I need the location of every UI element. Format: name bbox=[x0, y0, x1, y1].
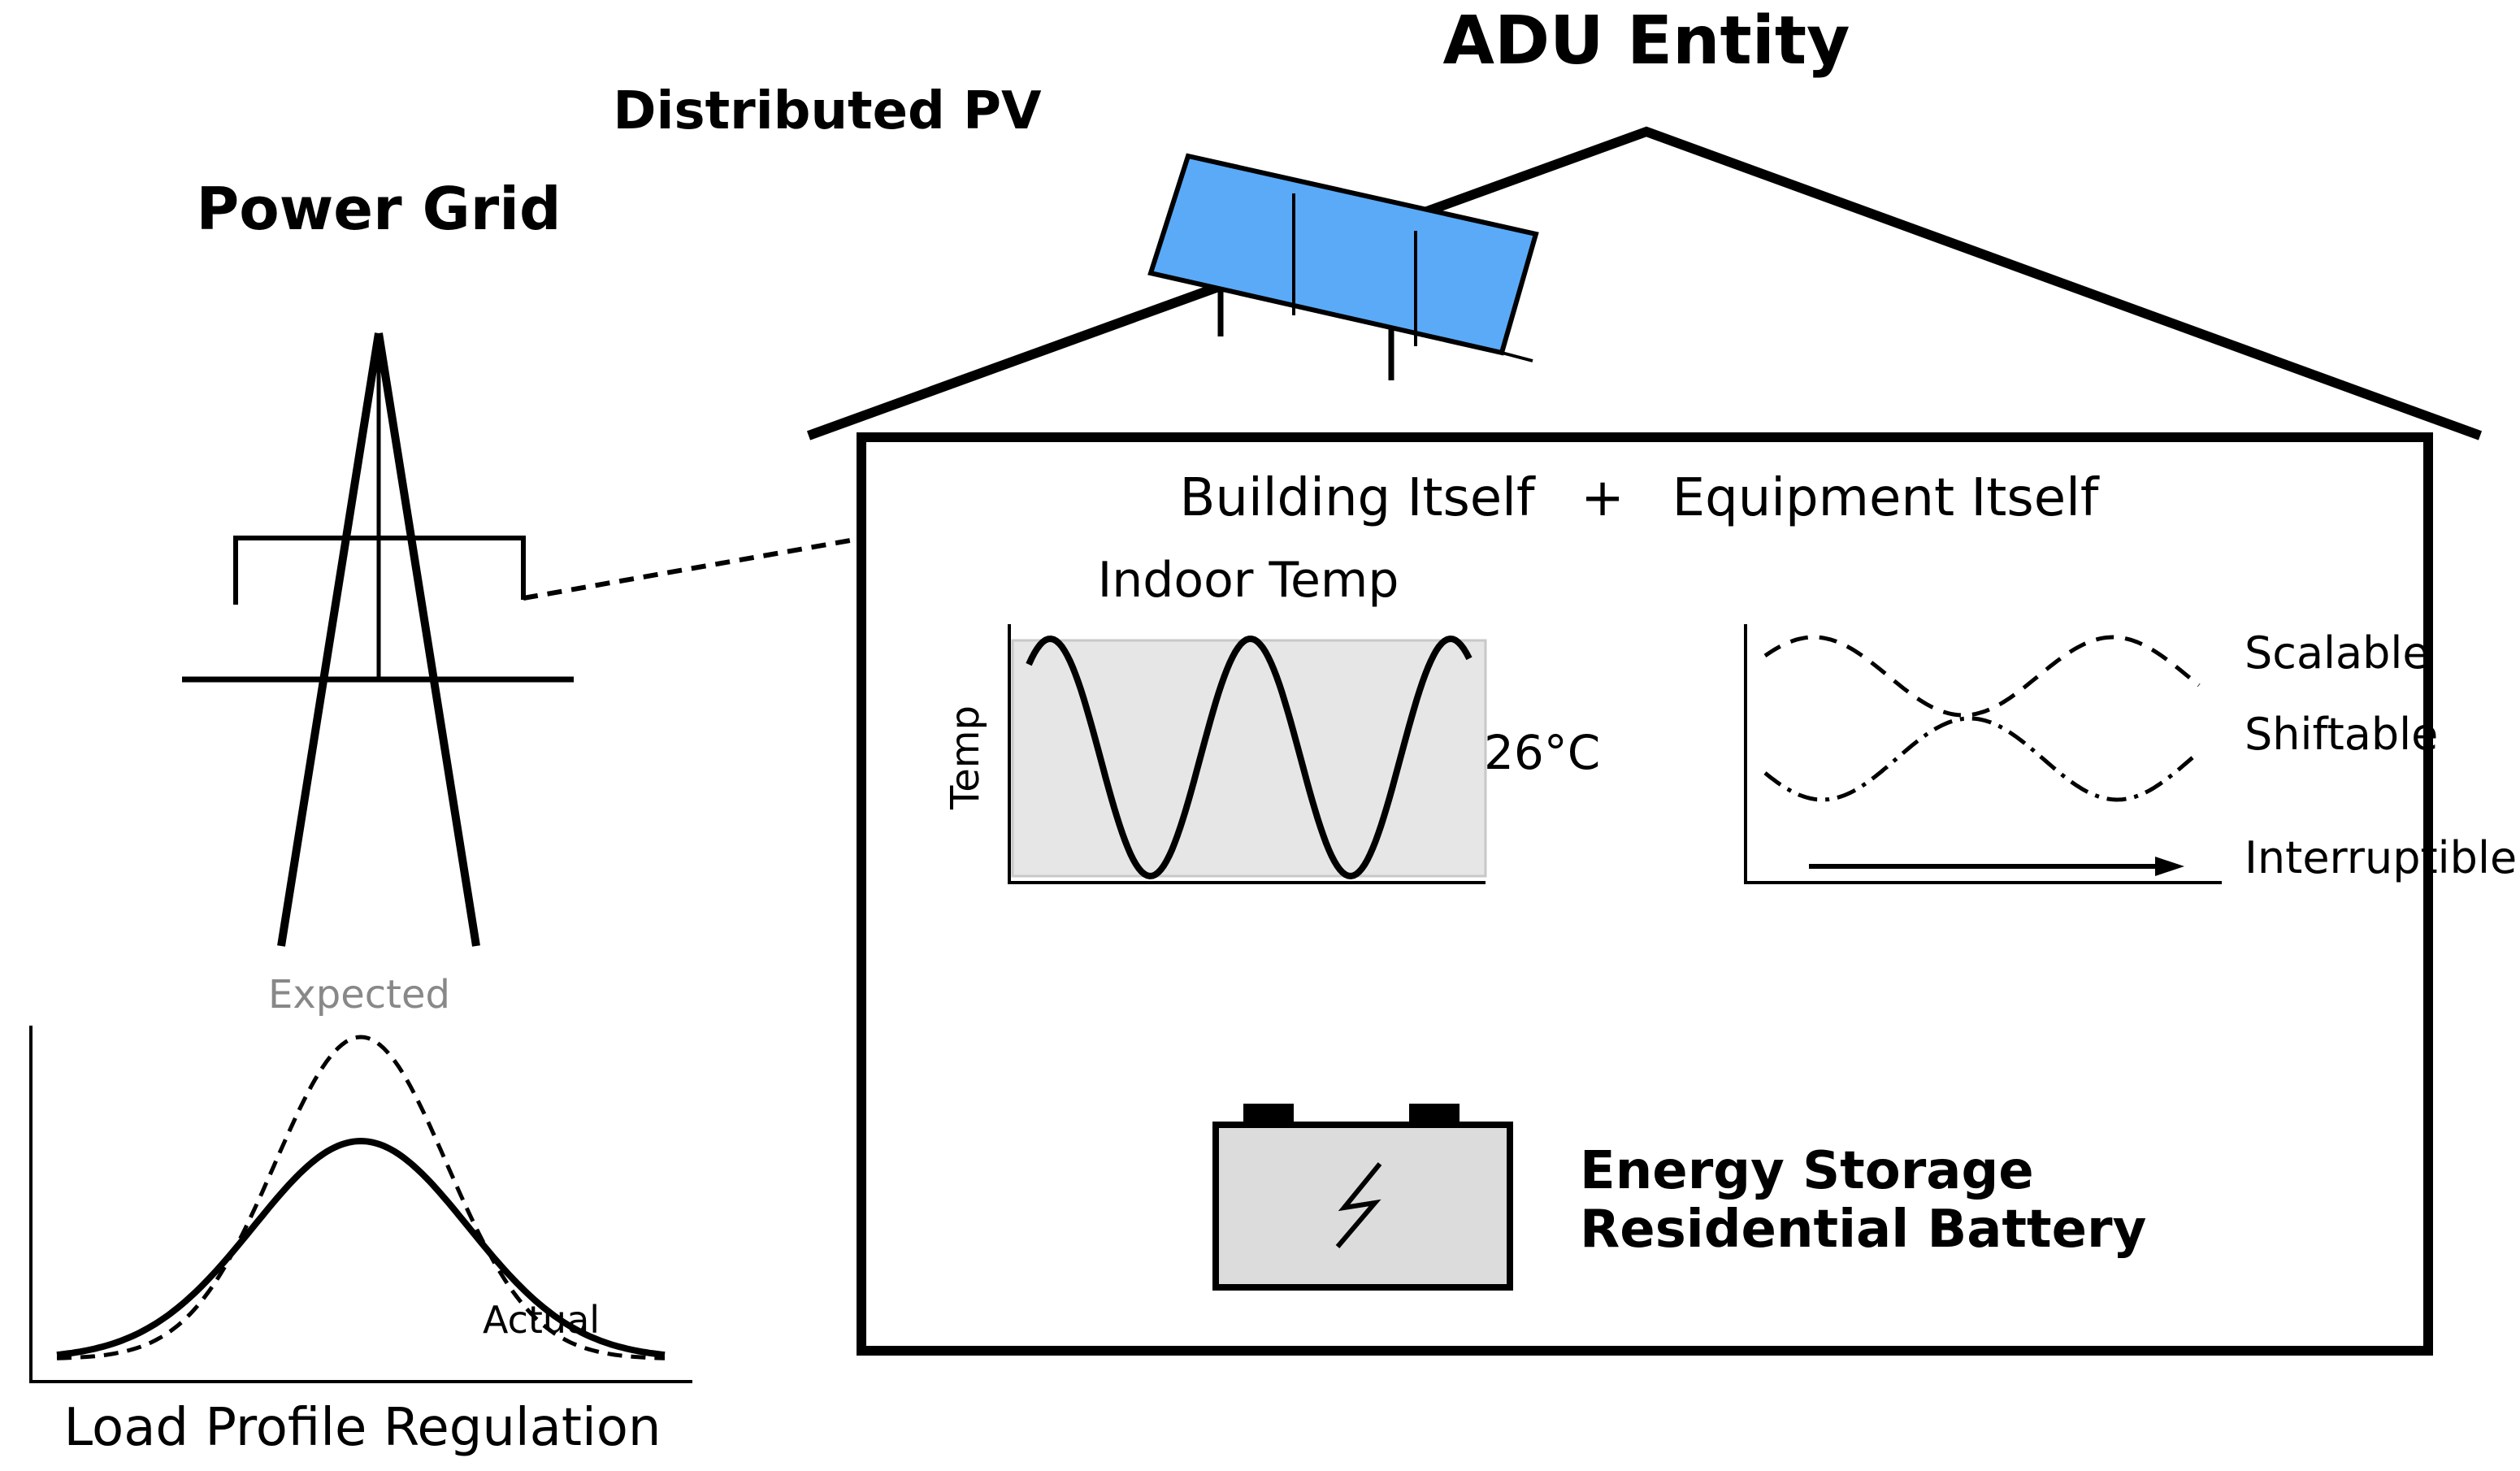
adu-entity-title: ADU Entity bbox=[1442, 2, 1850, 80]
interruptible-label: Interruptible bbox=[2245, 832, 2517, 883]
actual-load-curve bbox=[56, 1137, 666, 1359]
scalable-load-curve bbox=[1763, 635, 2201, 718]
building-itself-label: Building Itself bbox=[1180, 468, 1536, 528]
house-body bbox=[857, 432, 2433, 1356]
distributed-pv-title: Distributed PV bbox=[613, 81, 1042, 141]
arrow-head-icon bbox=[2155, 857, 2184, 876]
load-types-axes bbox=[1744, 624, 2222, 884]
house-roof bbox=[806, 126, 2483, 440]
expected-label: Expected bbox=[268, 972, 450, 1018]
solar-panel-icon bbox=[1147, 153, 1539, 380]
plus-sign: + bbox=[1581, 468, 1624, 528]
lightning-bolt-icon bbox=[1335, 1162, 1382, 1248]
equipment-itself-label: Equipment Itself bbox=[1672, 468, 2100, 528]
actual-label: Actual bbox=[483, 1298, 600, 1342]
battery-icon bbox=[1212, 1104, 1513, 1291]
energy-storage-label: Energy Storage bbox=[1580, 1141, 2034, 1201]
load-profile-title: Load Profile Regulation bbox=[64, 1398, 661, 1458]
power-grid-title: Power Grid bbox=[197, 175, 562, 243]
shiftable-label: Shiftable bbox=[2245, 709, 2438, 760]
indoor-temp-title: Indoor Temp bbox=[1098, 552, 1399, 609]
load-profile-axes bbox=[29, 1026, 692, 1383]
expected-load-curve bbox=[56, 1035, 666, 1360]
indoor-temp-value-label: 26°C bbox=[1484, 725, 1600, 780]
scalable-label: Scalable bbox=[2245, 627, 2430, 679]
grid-connection-line bbox=[523, 537, 856, 601]
residential-battery-label: Residential Battery bbox=[1580, 1200, 2146, 1260]
indoor-temp-curve bbox=[1026, 635, 1473, 880]
indoor-temp-comfort-band bbox=[1011, 639, 1487, 878]
shiftable-load-curve bbox=[1763, 716, 2194, 802]
indoor-temp-ylabel: Temp bbox=[943, 705, 988, 810]
indoor-temp-axes bbox=[1008, 624, 1486, 884]
transmission-tower-icon bbox=[182, 332, 574, 947]
